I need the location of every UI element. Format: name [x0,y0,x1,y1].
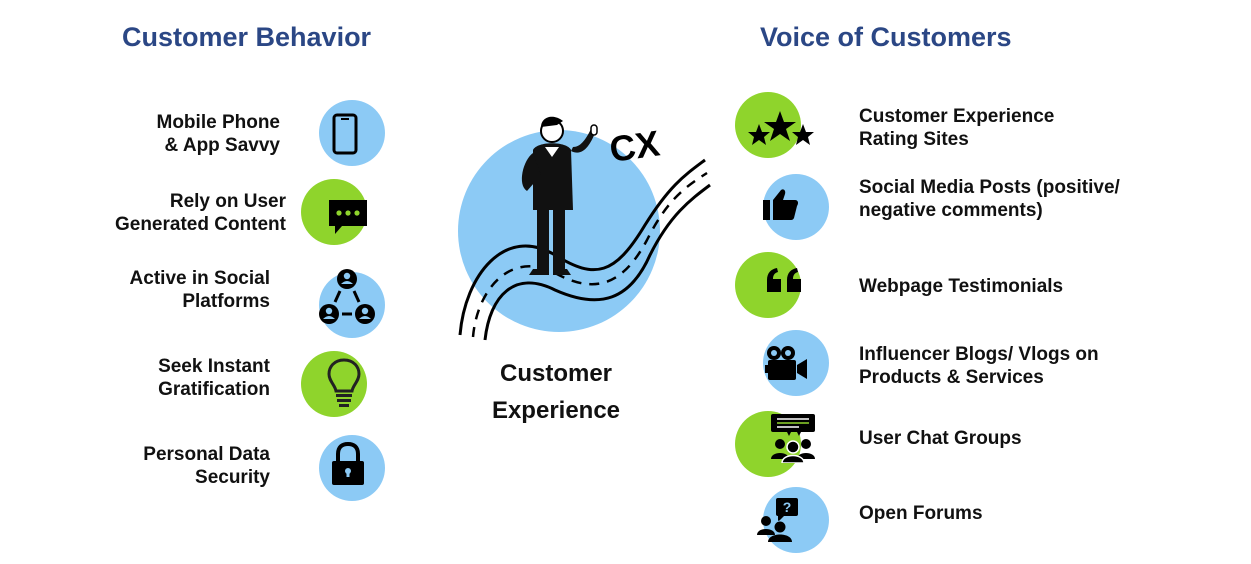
svg-text:?: ? [783,499,792,515]
group-chat-icon [771,414,815,463]
icon-circle [319,100,385,166]
businessman-figure [521,116,598,275]
voice-item-influencer: Influencer Blogs/ Vlogs on Products & Se… [859,343,1099,389]
mobile-phone-icon [332,113,358,155]
item-line: Seek Instant [158,356,270,377]
item-line: Rely on User [169,191,286,212]
social-network-icon [319,269,375,324]
voice-item-open-forums: Open Forums [859,502,983,525]
three-stars-icon [748,111,814,145]
behavior-item-social: Active in Social Platforms [130,267,270,313]
item-line: Customer Experience [859,106,1055,127]
item-line: Open Forums [859,503,983,524]
quote-icon [767,268,801,292]
item-line: negative comments) [859,200,1043,221]
lightbulb-icon [327,358,361,407]
item-line: Platforms [182,291,270,312]
behavior-item-ugc: Rely on User Generated Content [115,190,286,236]
cx-road-illustration: CX [458,116,711,341]
item-line: Social Media Posts (positive/ [859,177,1120,198]
item-line: User Chat Groups [859,428,1022,449]
item-line: Personal Data [143,444,270,465]
voice-item-chat-groups: User Chat Groups [859,427,1022,450]
voice-item-social-posts: Social Media Posts (positive/ negative c… [859,176,1120,222]
section-title-voice-of-customers: Voice of Customers [760,22,1012,52]
item-line: & App Savvy [164,135,280,156]
center-label-line: Experience [491,397,621,424]
center-label: Customer Experience [470,355,642,429]
behavior-item-security: Personal Data Security [143,443,270,489]
voice-item-testimonials: Webpage Testimonials [859,275,1063,298]
center-label-line: Customer [499,360,613,387]
chat-bubble-icon [329,200,367,234]
voice-item-rating-sites: Customer Experience Rating Sites [859,105,1054,151]
item-line: Products & Services [859,367,1044,388]
behavior-item-mobile: Mobile Phone & App Savvy [157,111,281,157]
road-edge [483,183,711,341]
cx-badge: CX [607,122,662,170]
padlock-icon [332,442,364,485]
forum-question-icon: ? [757,498,798,542]
item-line: Influencer Blogs/ Vlogs on [859,344,1099,365]
behavior-item-instant: Seek Instant Gratification [158,355,270,401]
item-line: Rating Sites [859,129,969,150]
item-line: Webpage Testimonials [859,276,1064,297]
item-line: Security [195,467,270,488]
section-title-customer-behavior: Customer Behavior [122,22,372,52]
video-camera-icon [765,346,807,380]
item-line: Generated Content [114,214,286,235]
item-line: Gratification [158,379,270,400]
thumbs-up-icon [763,189,799,220]
item-line: Mobile Phone [156,112,281,133]
road-edge [458,158,706,336]
item-line: Active in Social [129,268,270,289]
road-center-line [471,171,708,338]
